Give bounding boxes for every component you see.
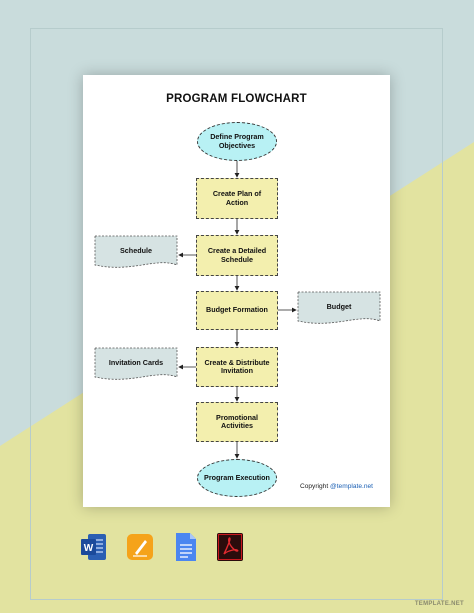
node-define-objectives: Define Program Objectives [197, 122, 277, 161]
flowchart-page: PROGRAM FLOWCHART Define Program Objecti… [83, 75, 390, 507]
node-program-execution: Program Execution [197, 459, 277, 497]
node-detailed-schedule: Create a Detailed Schedule [196, 235, 278, 276]
copyright-prefix: Copyright [299, 483, 329, 490]
doc-invitation-cards-label: Invitation Cards [108, 357, 164, 367]
pages-icon[interactable] [126, 532, 153, 562]
node-budget-formation: Budget Formation [196, 291, 278, 330]
copyright-link[interactable]: @template.net [330, 483, 373, 490]
doc-budget-label: Budget [326, 301, 352, 311]
svg-text:W: W [84, 543, 94, 554]
doc-budget: Budget [297, 291, 381, 327]
page-title: PROGRAM FLOWCHART [166, 93, 307, 105]
node-plan-of-action: Create Plan of Action [196, 178, 278, 219]
watermark-text: TEMPLATE.NET [414, 601, 464, 607]
google-docs-icon[interactable] [172, 532, 198, 562]
node-promotional-activities: Promotional Activities [196, 402, 278, 442]
doc-schedule: Schedule [94, 235, 178, 271]
doc-schedule-label: Schedule [120, 245, 152, 255]
connectors [178, 161, 297, 459]
doc-invitation-cards: Invitation Cards [94, 347, 178, 383]
node-distribute-invitation: Create & Distribute Invitation [196, 347, 278, 387]
copyright-line: Copyright @template.net [300, 483, 373, 490]
word-icon[interactable]: W [80, 532, 106, 562]
app-icon-row: W [80, 532, 250, 564]
background-frame [30, 28, 443, 600]
pdf-icon[interactable] [216, 532, 243, 562]
